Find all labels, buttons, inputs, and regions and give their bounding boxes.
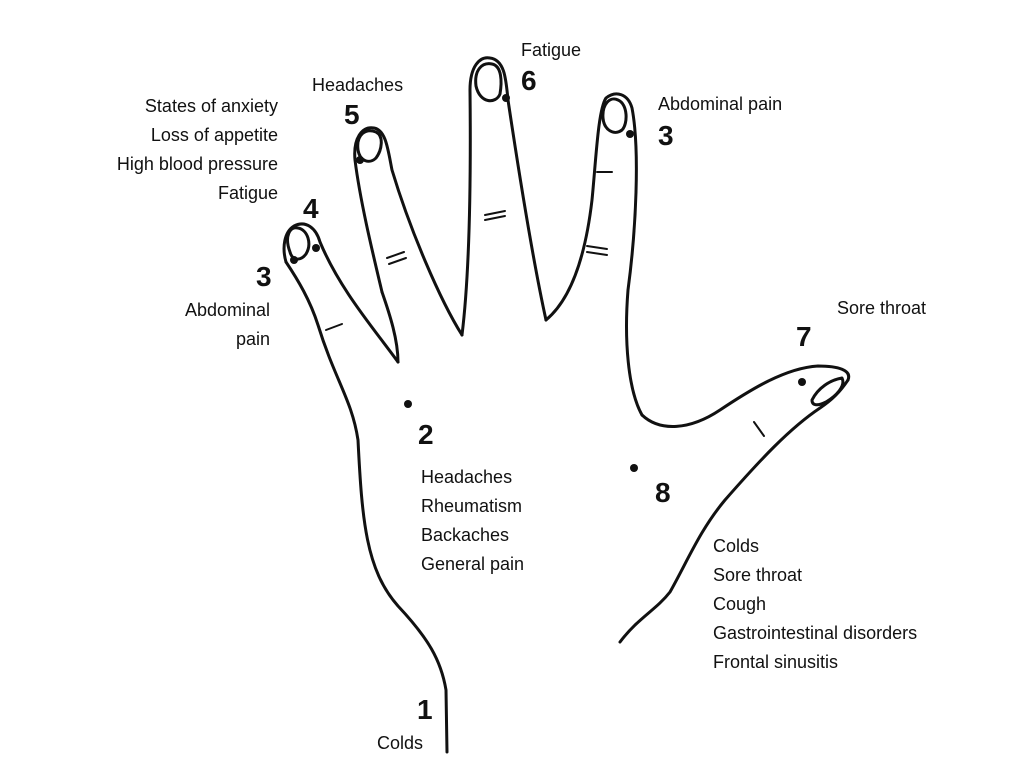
point-3-left-ailments: Abdominal pain <box>140 296 270 354</box>
ailment-text: Headaches <box>421 467 513 487</box>
ailment-text: Sore throat <box>837 298 927 318</box>
ring-finger <box>353 126 464 337</box>
point-dot-8 <box>630 464 638 472</box>
point-dot-4 <box>312 244 320 252</box>
ailment-text: States of anxiety <box>144 96 278 116</box>
point-dot-3-left <box>290 256 298 264</box>
ailment-text: Sore throat <box>713 565 803 585</box>
point-3-right-ailments: Abdominal pain <box>658 90 782 119</box>
ailment-text: Rheumatism <box>421 496 523 516</box>
ailment-text: Cough <box>713 594 767 614</box>
ring-nail <box>356 129 383 163</box>
ailment-text: High blood pressure <box>116 154 278 174</box>
point-number-6: 6 <box>521 65 537 96</box>
ailment-text: Backaches <box>421 525 510 545</box>
point-8-ailments: Colds Sore throat Cough Gastrointestinal… <box>713 532 917 677</box>
point-7-ailments: Sore throat <box>837 294 926 323</box>
point-2-ailments: Headaches Rheumatism Backaches General p… <box>421 463 524 579</box>
thumb-nail <box>810 376 845 407</box>
point-number-8: 8 <box>655 477 671 508</box>
point-number-7: 7 <box>796 321 812 352</box>
point-number-4: 4 <box>303 193 319 224</box>
ailment-text: Colds <box>377 733 424 753</box>
point-number-5: 5 <box>344 99 360 130</box>
point-number-2: 2 <box>418 419 434 450</box>
ailment-text: Abdominal pain <box>658 94 783 114</box>
ailment-text: Colds <box>713 536 760 556</box>
ailment-text: Gastrointestinal disorders <box>713 623 918 643</box>
pinky-finger <box>282 222 400 364</box>
pinky-nail <box>286 226 311 261</box>
point-dot-6 <box>502 94 510 102</box>
index-nail <box>601 97 628 134</box>
point-number-1: 1 <box>417 694 433 725</box>
ailment-text: Fatigue <box>521 40 582 60</box>
ailment-text: General pain <box>421 554 525 574</box>
index-finger <box>544 92 644 417</box>
point-dot-3-right <box>626 130 634 138</box>
ailment-text: Fatigue <box>217 183 278 203</box>
point-dot-5 <box>356 156 364 164</box>
point-dot-7 <box>798 378 806 386</box>
pinky-ring-gap <box>380 290 400 364</box>
middle-finger <box>460 56 548 337</box>
point-number-3-right: 3 <box>658 120 674 151</box>
point-1-ailments: Colds <box>377 729 423 758</box>
ailment-text: Headaches <box>312 75 404 95</box>
thumb-web <box>640 364 851 428</box>
middle-nail <box>474 62 503 103</box>
ailment-text: Abdominal <box>184 300 270 320</box>
point-dot-2 <box>404 400 412 408</box>
hand-left-edge <box>284 260 449 754</box>
point-4-ailments: States of anxiety Loss of appetite High … <box>40 92 278 208</box>
point-number-3-left: 3 <box>256 261 272 292</box>
ailment-text: Frontal sinusitis <box>713 652 839 672</box>
point-5-ailments: Headaches <box>312 71 403 100</box>
ailment-text: Loss of appetite <box>150 125 278 145</box>
point-6-ailments: Fatigue <box>521 36 581 65</box>
thumb-edge <box>618 378 850 644</box>
ailment-text: pain <box>235 329 270 349</box>
